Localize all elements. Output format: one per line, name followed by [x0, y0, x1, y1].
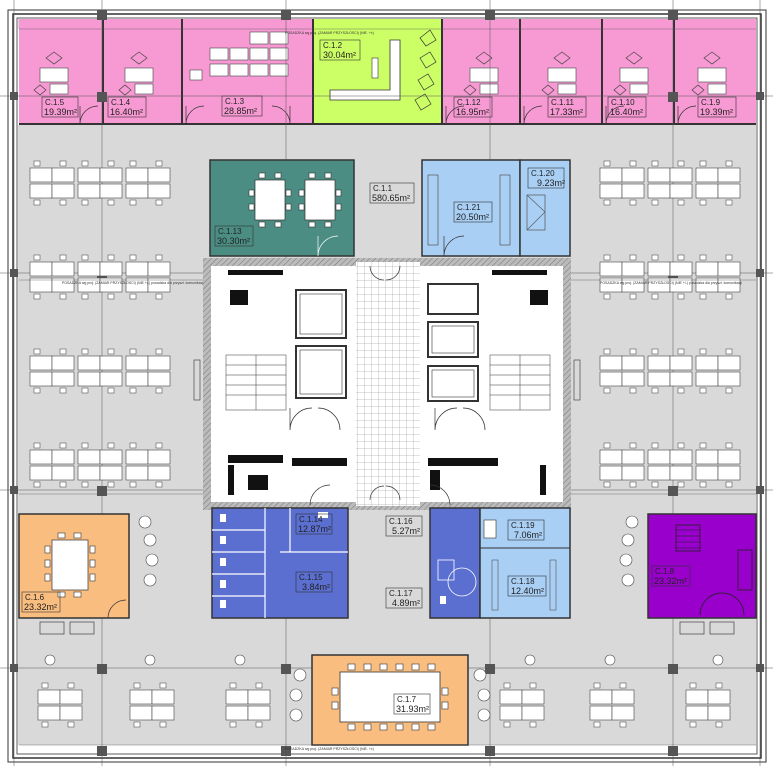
tag-c11: C.1.1 580.65m² — [369, 182, 415, 204]
top-band-note: POSADZKA wg proj. (ZAMIAR PRZYSZŁOSCI) (… — [285, 31, 374, 35]
room-tags: C.1.5 19.39m² C.1.4 16.40m² C.1.3 28.85m… — [21, 39, 737, 715]
columns — [10, 10, 764, 756]
svg-text:C.1.13: C.1.13 — [218, 227, 242, 236]
svg-text:C.1.7: C.1.7 — [397, 695, 417, 704]
tag-c115: C.1.15 3.84m² — [295, 571, 333, 593]
svg-text:23.32m²: 23.32m² — [654, 576, 687, 586]
tag-c18: C.1.8 23.32m² — [651, 565, 691, 587]
meeting-room-c113 — [209, 159, 355, 257]
svg-text:19.39m²: 19.39m² — [44, 107, 77, 117]
tag-c121: C.1.21 20.50m² — [453, 201, 493, 223]
tag-c16: C.1.6 23.32m² — [21, 591, 61, 613]
svg-text:C.1.20: C.1.20 — [531, 169, 555, 178]
svg-text:16.40m²: 16.40m² — [110, 107, 143, 117]
building-core — [193, 258, 581, 510]
svg-text:17.33m²: 17.33m² — [550, 107, 583, 117]
svg-text:C.1.9: C.1.9 — [701, 98, 721, 107]
utility-rooms-bottom-right — [479, 507, 571, 619]
tag-c12: C.1.2 30.04m² — [319, 39, 361, 61]
svg-text:C.1.1: C.1.1 — [373, 184, 393, 193]
svg-text:19.39m²: 19.39m² — [700, 107, 733, 117]
svg-text:580.65m²: 580.65m² — [372, 193, 410, 203]
svg-text:C.1.2: C.1.2 — [323, 41, 343, 50]
conference-room-bottom — [289, 654, 491, 746]
svg-text:16.95m²: 16.95m² — [456, 107, 489, 117]
svg-text:C.1.16: C.1.16 — [389, 517, 413, 526]
svg-text:28.85m²: 28.85m² — [224, 106, 257, 116]
svg-text:9.23m²: 9.23m² — [537, 178, 565, 188]
svg-text:C.1.18: C.1.18 — [511, 577, 535, 586]
svg-text:C.1.17: C.1.17 — [389, 589, 413, 598]
svg-text:C.1.4: C.1.4 — [111, 98, 131, 107]
tag-c14: C.1.4 16.40m² — [107, 96, 147, 118]
bottom-band-note: POSADZKA wg proj. (ZAMIAR PRZYSZŁOSCI) (… — [285, 747, 374, 751]
tag-c13: C.1.3 28.85m² — [221, 95, 263, 117]
svg-text:C.1.10: C.1.10 — [611, 98, 635, 107]
reception-counter — [329, 29, 437, 111]
mid-band-note-right: POSADZKA wg proj. (ZAMIAR PRZYSZŁOSCI) (… — [600, 281, 742, 285]
svg-text:C.1.8: C.1.8 — [655, 567, 675, 576]
tag-c118: C.1.18 12.40m² — [507, 575, 547, 597]
svg-text:30.30m²: 30.30m² — [217, 236, 250, 246]
tag-c117: C.1.17 4.89m² — [385, 587, 423, 609]
svg-text:20.50m²: 20.50m² — [456, 212, 489, 222]
tag-c110: C.1.10 16.40m² — [607, 96, 647, 118]
tag-c17: C.1.7 31.93m² — [393, 693, 431, 715]
tag-c116: C.1.16 5.27m² — [385, 515, 423, 537]
tag-c119: C.1.19 7.06m² — [507, 519, 545, 541]
svg-text:C.1.12: C.1.12 — [457, 98, 481, 107]
tag-c19: C.1.9 19.39m² — [697, 96, 737, 118]
svg-text:C.1.5: C.1.5 — [45, 98, 65, 107]
svg-text:12.87m²: 12.87m² — [298, 524, 331, 534]
top-office-row — [19, 19, 756, 125]
svg-text:16.40m²: 16.40m² — [610, 107, 643, 117]
svg-text:C.1.15: C.1.15 — [299, 573, 323, 582]
svg-text:C.1.3: C.1.3 — [225, 97, 245, 106]
svg-text:23.32m²: 23.32m² — [24, 602, 57, 612]
svg-text:C.1.14: C.1.14 — [299, 515, 323, 524]
sanitary-rooms — [211, 507, 481, 619]
svg-text:C.1.6: C.1.6 — [25, 593, 45, 602]
exterior-walls — [7, 9, 767, 763]
tag-c111: C.1.11 17.33m² — [547, 96, 587, 118]
svg-text:7.06m²: 7.06m² — [514, 530, 542, 540]
tag-c112: C.1.12 16.95m² — [453, 96, 493, 118]
svg-text:4.89m²: 4.89m² — [392, 598, 420, 608]
svg-text:12.40m²: 12.40m² — [511, 586, 544, 596]
svg-text:5.27m²: 5.27m² — [392, 526, 420, 536]
tag-c113: C.1.13 30.30m² — [214, 225, 254, 247]
room-c13-desks — [189, 31, 289, 81]
tag-c120: C.1.20 9.23m² — [527, 167, 565, 189]
conference-room-left — [18, 513, 159, 635]
tag-c15: C.1.5 19.39m² — [41, 96, 79, 118]
svg-text:C.1.19: C.1.19 — [511, 521, 535, 530]
svg-text:30.04m²: 30.04m² — [323, 50, 356, 60]
mid-band-note-left: POSADZKA wg proj. (ZAMIAR PRZYSZŁOSCI) (… — [62, 281, 204, 285]
svg-text:3.84m²: 3.84m² — [302, 582, 330, 592]
utility-rooms-top-right — [421, 159, 571, 257]
svg-text:C.1.11: C.1.11 — [551, 98, 575, 107]
tag-c114: C.1.14 12.87m² — [295, 513, 333, 535]
svg-text:C.1.21: C.1.21 — [457, 203, 481, 212]
svg-text:31.93m²: 31.93m² — [396, 704, 429, 714]
